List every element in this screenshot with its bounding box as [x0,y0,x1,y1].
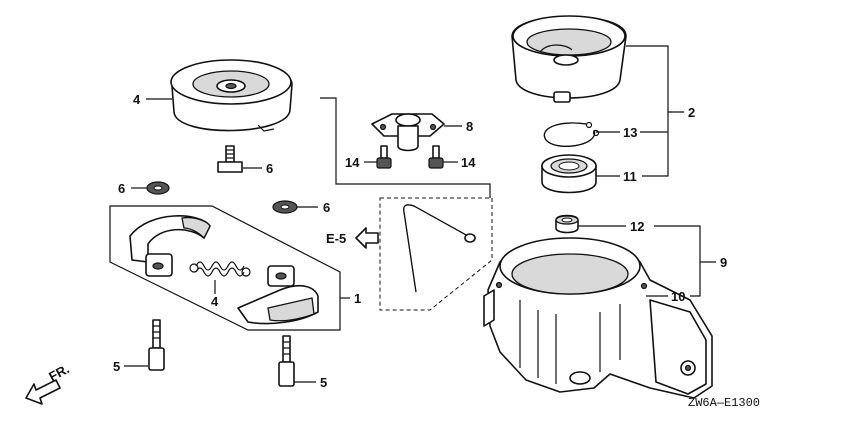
callout-3: 4 [133,92,141,107]
callout-5-left: 5 [113,359,120,374]
drive-plate-part [170,59,293,132]
front-direction-arrow [25,379,61,405]
bearing-part-11 [541,154,597,194]
screw-part-14-right [428,145,444,169]
bracket-group-frame [320,97,491,198]
bracket-part-8 [371,113,445,152]
screw-part-14-left [376,145,392,169]
reference-e5-label: E-5 [326,231,346,246]
hose-part [403,204,476,293]
clutch-spring-part-4 [189,261,251,277]
seal-part-12 [555,214,579,234]
callout-14-left: 14 [345,155,360,170]
callout-7: 6 [266,161,273,176]
callout-11: 11 [623,169,637,184]
shoulder-bolt-part-5-right [278,335,295,387]
reference-arrow [355,227,379,249]
front-direction-label: FR. [46,361,72,384]
callout-13: 13 [623,125,637,140]
snap-ring-part-13 [543,121,600,147]
callout-10: 10 [671,289,685,304]
clutch-shoe-lower [237,265,319,325]
callout-9: 9 [720,255,727,270]
flange-bolt-part-7 [217,145,243,173]
callout-14-right: 14 [461,155,476,170]
clutch-assembly-frame [109,205,341,331]
callout-5-right: 5 [320,375,327,390]
clutch-shoe-upper [129,215,211,277]
washer-part-6-left [146,181,170,195]
leader-lines [124,45,716,383]
washer-part-6-right [272,200,298,214]
diagram-code: ZW6A—E1300 [688,396,760,410]
callout-6-right: 6 [323,200,330,215]
callout-12: 12 [630,219,644,234]
callout-1: 1 [354,291,361,306]
gear-case-part-9 [483,237,713,399]
clutch-drum-part-2 [511,15,627,103]
callout-4: 4 [211,294,219,309]
hose-frame [379,197,493,311]
shoulder-bolt-part-5-left [148,319,165,371]
callout-6-left: 6 [118,181,125,196]
callout-2: 2 [688,105,695,120]
callout-labels: 4 6 6 6 1 4 5 5 8 14 14 2 13 11 12 9 10 … [46,92,760,410]
callout-8: 8 [466,119,473,134]
